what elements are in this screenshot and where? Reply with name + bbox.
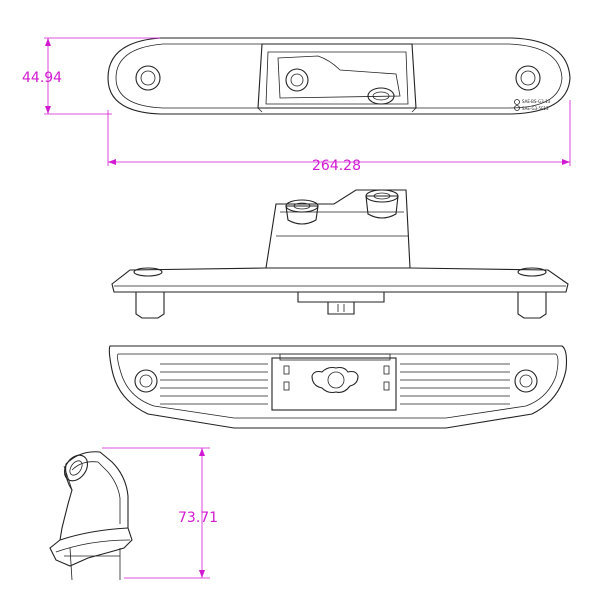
bottom-view — [108, 345, 568, 429]
length-dimension-value: 264.28 — [312, 158, 361, 174]
depth-dimension: 73.71 — [102, 447, 218, 579]
side-view — [49, 451, 133, 581]
marking-line-2: SAE-G3-5F13 — [522, 106, 549, 111]
height-dimension-value: 44.94 — [22, 70, 62, 86]
front-view — [111, 189, 569, 319]
top-view: SAE-BS-G3-13 SAE-G3-5F13 — [107, 37, 571, 115]
height-dimension: 44.94 — [22, 37, 160, 115]
depth-dimension-value: 73.71 — [178, 510, 218, 526]
length-dimension: 264.28 — [107, 100, 571, 174]
marking-line-1: SAE-BS-G3-13 — [522, 99, 551, 104]
